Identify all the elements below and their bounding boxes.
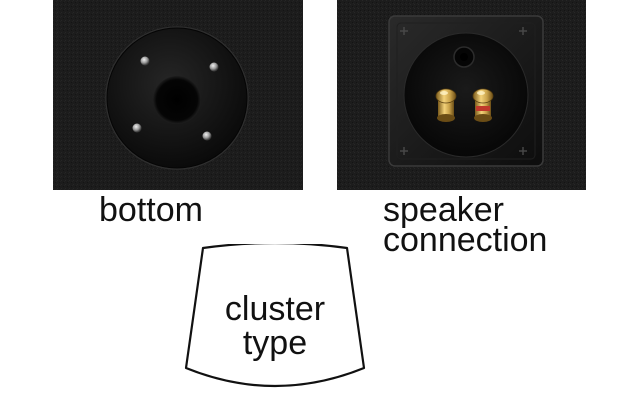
mounting-hole [153,76,201,124]
bottom-caption: bottom [99,191,203,229]
plate-screws [132,56,219,141]
cluster-type-shape: cluster type [182,241,368,396]
speaker-connection-photo [337,0,586,190]
speaker-connection-caption: speaker connection [383,191,548,259]
binding-post-left [435,88,457,122]
speaker-connection-caption-line1: speaker [383,191,504,229]
cluster-type-label-line1: cluster [224,290,326,328]
bottom-plate-image [53,0,303,190]
corner-screws [400,27,527,155]
speaker-connection-caption-line2: connection [383,221,548,259]
bottom-photo [53,0,303,190]
cluster-type-label-line2: type [242,324,308,362]
trapezoid-outline [184,241,366,388]
cluster-type-label: cluster type [182,292,368,360]
terminal-plate-image [337,0,586,190]
binding-post-right [472,88,494,122]
